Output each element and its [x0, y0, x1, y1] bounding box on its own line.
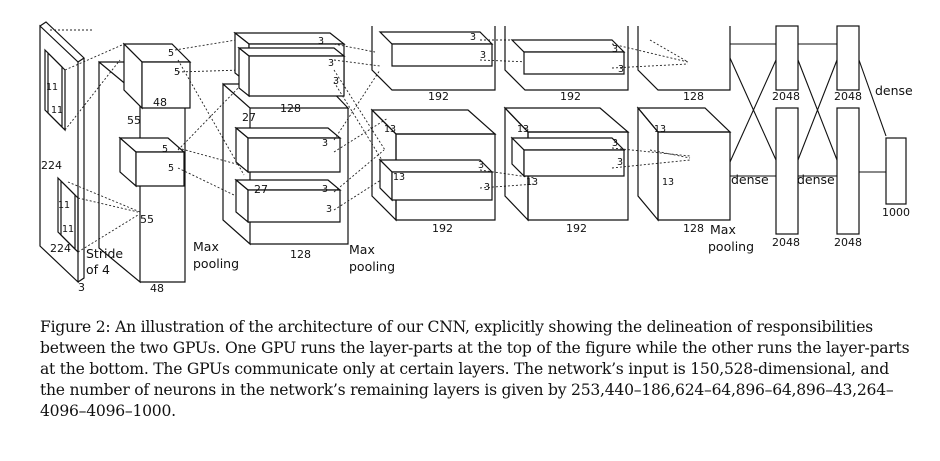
diagram-label: 3 — [326, 204, 332, 215]
diagram-label: 5 — [162, 144, 168, 155]
diagram-label: 3 — [78, 281, 85, 294]
diagram-label: 11 — [62, 224, 74, 235]
diagram-label: 5 — [168, 48, 174, 59]
input-volume — [39, 21, 141, 284]
diagram-label: 2048 — [772, 236, 800, 249]
diagram-label: dense — [731, 172, 769, 187]
diagram-label: 55 — [140, 213, 154, 226]
diagram-label: Stride — [86, 246, 123, 261]
diagram-label: pooling — [193, 256, 239, 271]
diagram-label: 3 — [328, 58, 334, 69]
conv1-volumes — [98, 39, 245, 284]
diagram-label: 48 — [150, 282, 164, 295]
diagram-label: 3 — [480, 50, 486, 61]
diagram-label: 11 — [51, 105, 63, 116]
caption-line: at the bottom. The GPUs communicate only… — [40, 360, 889, 378]
diagram-label: 3 — [322, 184, 328, 195]
diagram-label: 192 — [566, 222, 587, 235]
diagram-label: 1000 — [882, 206, 910, 219]
diagram-label: 13 — [662, 177, 674, 188]
conv2-volumes — [222, 31, 389, 246]
diagram-label: 2048 — [772, 90, 800, 103]
fully-connected-layers — [729, 25, 907, 235]
diagram-label: of 4 — [86, 262, 110, 277]
conv3-volumes — [370, 26, 536, 222]
conv5-volumes — [636, 26, 732, 222]
diagram-label: 3 — [484, 182, 490, 193]
diagram-label: 5 — [174, 67, 180, 78]
diagram-label: 192 — [432, 222, 453, 235]
diagram-label: 27 — [254, 183, 268, 196]
diagram-label: 3 — [612, 44, 618, 55]
diagram-label: 11 — [46, 82, 58, 93]
diagram-label: 128 — [683, 222, 704, 235]
diagram-label: 3 — [617, 157, 623, 168]
diagram-label: 3 — [322, 138, 328, 149]
diagram-label: 3 — [333, 76, 339, 87]
caption-line: 4096–4096–1000. — [40, 402, 176, 420]
diagram-label: 224 — [41, 159, 62, 172]
diagram-label: Max — [193, 239, 219, 254]
diagram-label: 27 — [242, 111, 256, 124]
diagram-label: 128 — [280, 102, 301, 115]
diagram-label: 5 — [168, 163, 174, 174]
diagram-label: 3 — [478, 160, 484, 171]
diagram-label: 128 — [290, 248, 311, 261]
diagram-label: 3 — [612, 138, 618, 149]
diagram-label: 13 — [654, 124, 666, 135]
diagram-label: pooling — [349, 259, 395, 274]
diagram-label: dense — [875, 83, 913, 98]
diagram-label: 128 — [683, 90, 704, 103]
diagram-label: 13 — [393, 172, 405, 183]
diagram-label: Max — [349, 242, 375, 257]
diagram-label: 3 — [318, 36, 324, 47]
diagram-label: 192 — [428, 90, 449, 103]
diagram-label: 13 — [526, 177, 538, 188]
caption-line: Figure 2: An illustration of the archite… — [40, 318, 873, 336]
diagram-label: dense — [797, 172, 835, 187]
diagram-label: 3 — [618, 64, 624, 75]
cnn-architecture-diagram: 11 11 11 11 224 224 3 Stride of 4 5 5 5 … — [39, 21, 913, 295]
diagram-label: 48 — [153, 96, 167, 109]
diagram-label: 55 — [127, 114, 141, 127]
diagram-label: 13 — [517, 124, 529, 135]
diagram-label: 192 — [560, 90, 581, 103]
diagram-label: pooling — [708, 239, 754, 254]
diagram-label: 3 — [470, 32, 476, 43]
diagram-label: 224 — [50, 242, 71, 255]
diagram-labels: 11 11 11 11 224 224 3 Stride of 4 5 5 5 … — [41, 32, 913, 295]
diagram-label: 11 — [58, 200, 70, 211]
diagram-label: 2048 — [834, 90, 862, 103]
diagram-label: 2048 — [834, 236, 862, 249]
diagram-label: 13 — [384, 124, 396, 135]
caption-line: the number of neurons in the network’s r… — [40, 381, 894, 399]
diagram-label: Max — [710, 222, 736, 237]
caption-line: between the two GPUs. One GPU runs the l… — [40, 339, 910, 357]
conv4-volumes — [503, 26, 691, 222]
figure-caption: Figure 2: An illustration of the archite… — [40, 317, 920, 422]
